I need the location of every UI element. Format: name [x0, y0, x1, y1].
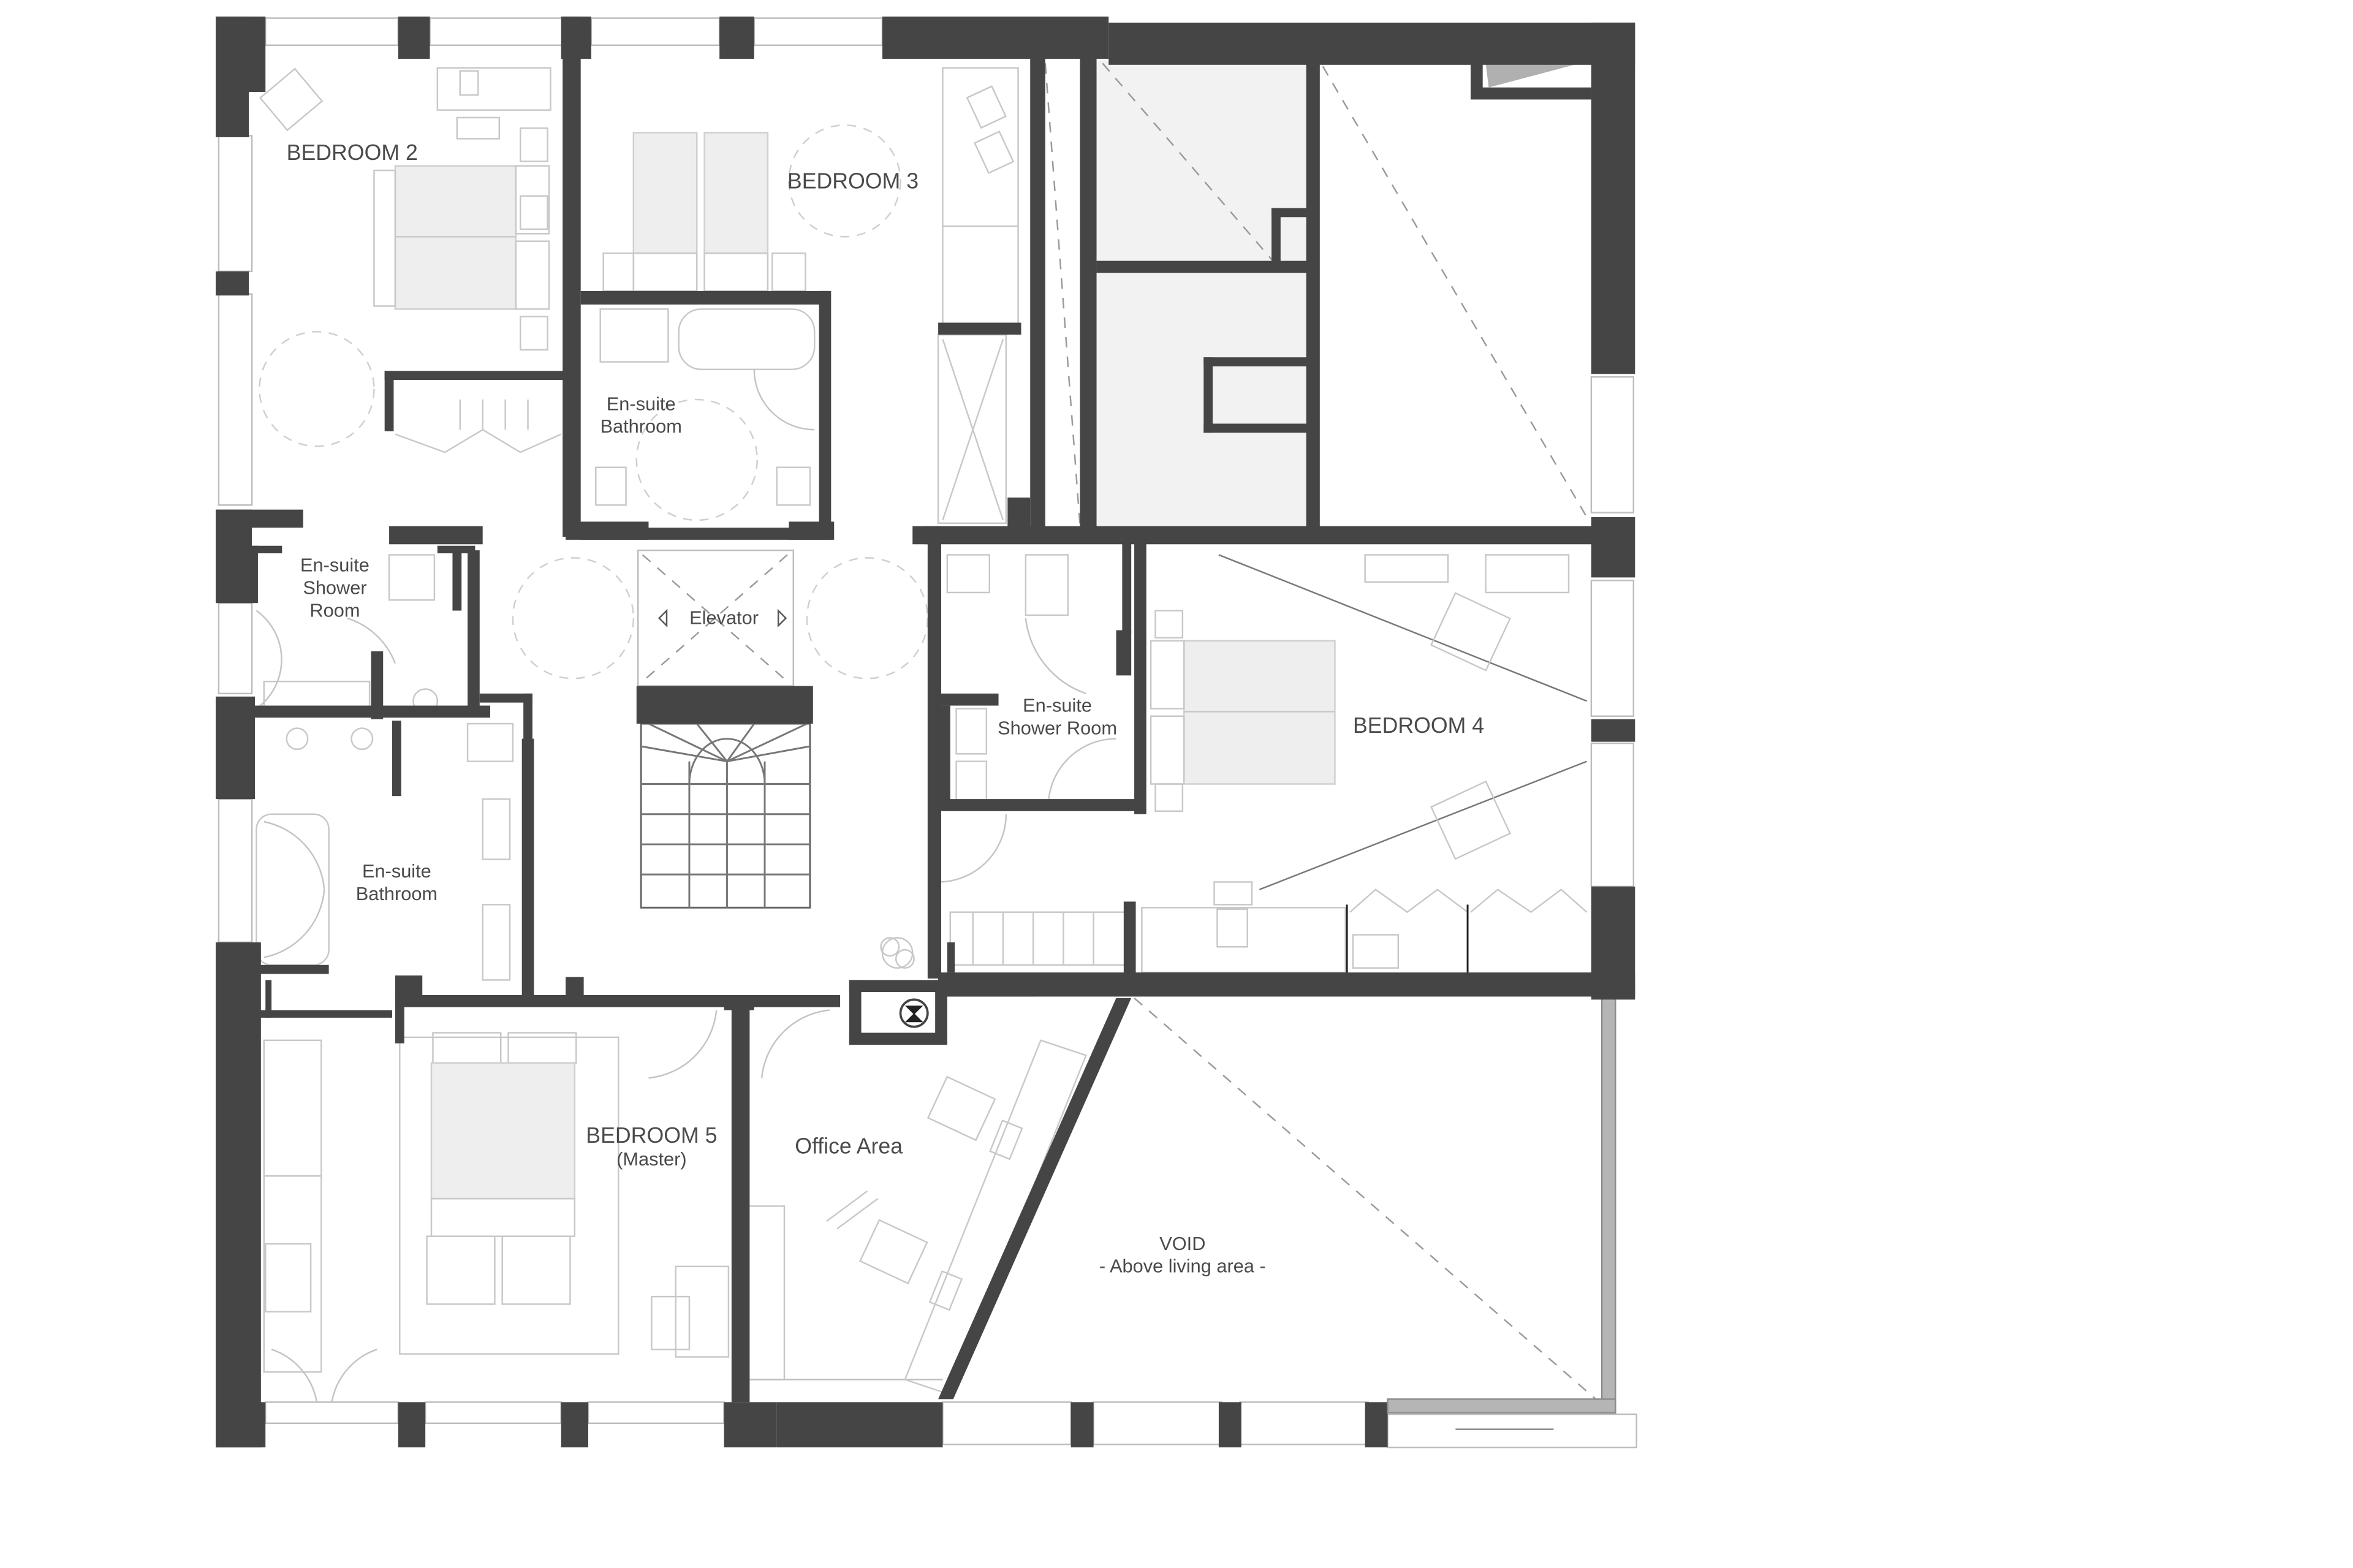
upper-right-voids [1044, 60, 1591, 528]
furniture [256, 67, 1597, 1403]
label-elevator: Elevator [689, 607, 759, 629]
label-bedroom-3: BEDROOM 3 [787, 169, 919, 194]
label-void-sub: - Above living area - [1099, 1256, 1266, 1277]
label-office-area: Office Area [795, 1134, 903, 1158]
walls [216, 17, 1635, 1448]
label-ensuite-bathroom-top-2: Bathroom [600, 415, 681, 437]
label-ensuite-bathroom-left-2: Bathroom [356, 883, 438, 904]
label-bedroom-5-master: (Master) [616, 1148, 686, 1170]
label-ensuite-bathroom-left-1: En-suite [362, 860, 431, 882]
label-bedroom-2: BEDROOM 2 [287, 140, 418, 165]
label-ensuite-shower-left-2: Shower [303, 577, 366, 598]
label-void: VOID [1159, 1233, 1205, 1254]
label-ensuite-shower-left-1: En-suite [300, 555, 369, 576]
label-bedroom-5: BEDROOM 5 [586, 1123, 717, 1148]
room-labels: BEDROOM 2 BEDROOM 3 En-suite Bathroom En… [287, 140, 1484, 1277]
label-bedroom-4: BEDROOM 4 [1353, 713, 1484, 738]
label-ensuite-shower-right-1: En-suite [1023, 694, 1092, 716]
label-ensuite-shower-right-2: Shower Room [998, 717, 1117, 738]
label-ensuite-bathroom-top-1: En-suite [607, 393, 676, 414]
label-ensuite-shower-left-3: Room [309, 599, 360, 621]
